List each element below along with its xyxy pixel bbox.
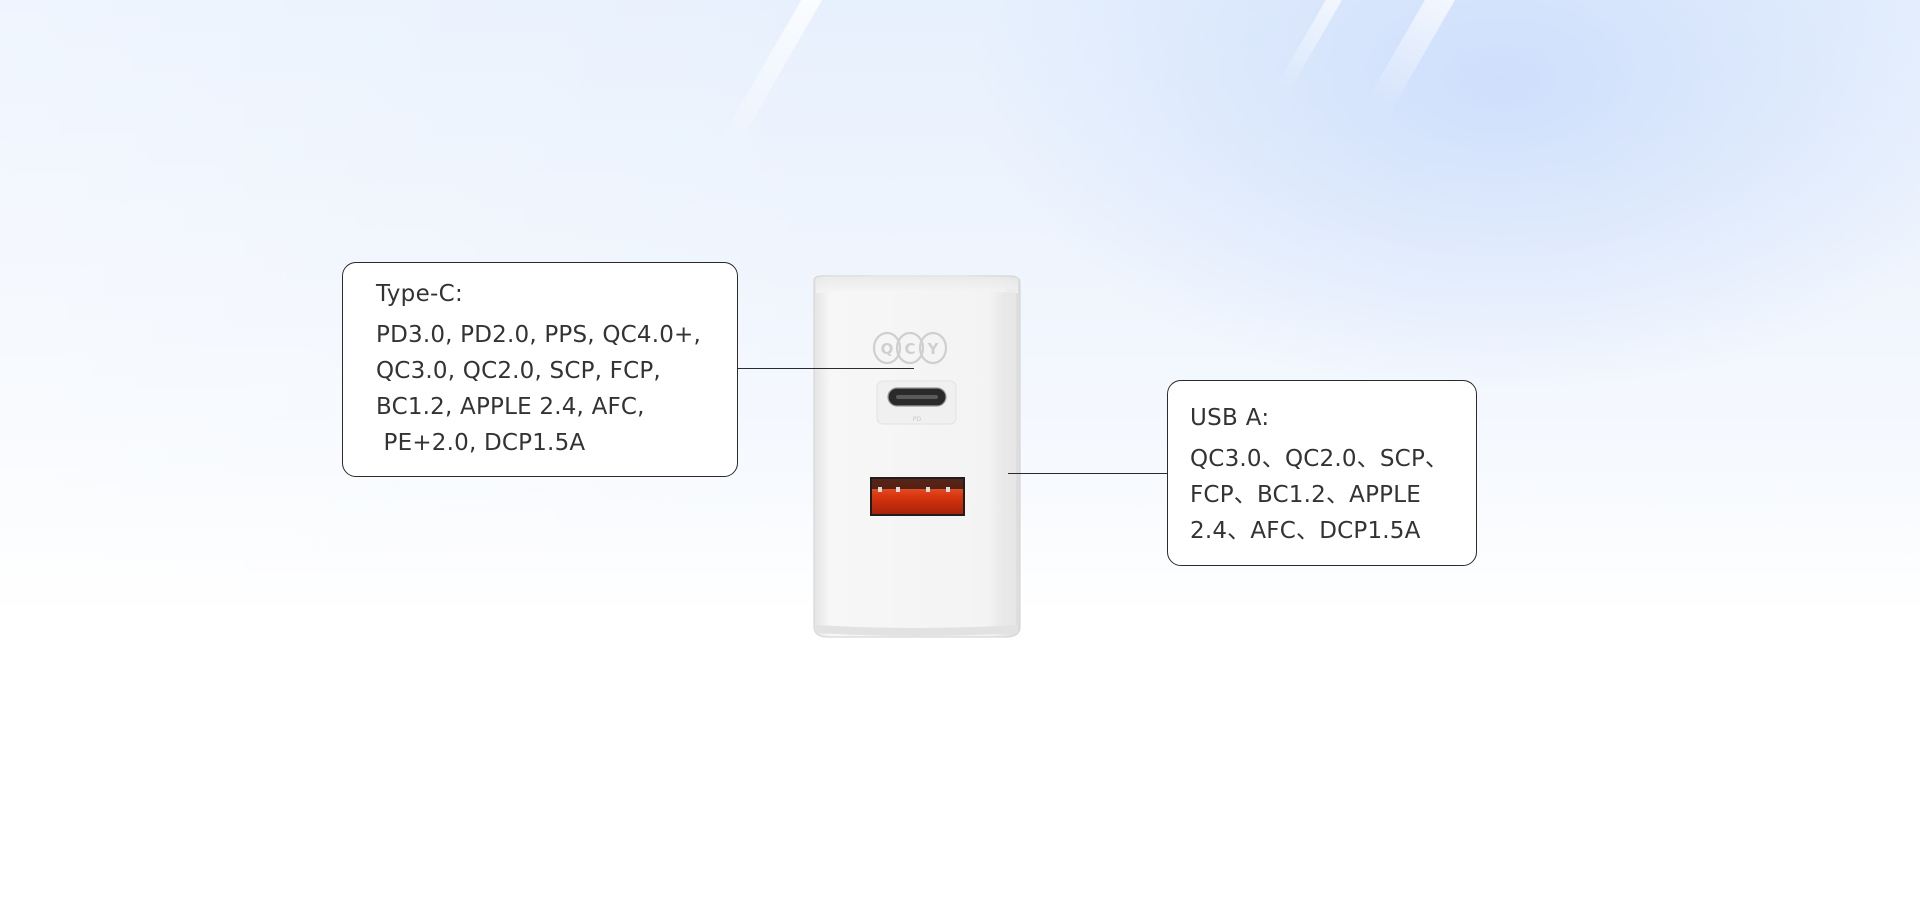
usb-a-port-icon: [870, 477, 965, 516]
usba-protocols-line: 2.4、AFC、DCP1.5A: [1190, 518, 1421, 544]
typec-leader-line: [738, 368, 914, 369]
usba-leader-line: [1008, 473, 1167, 474]
svg-text:Q: Q: [881, 340, 894, 358]
charger-image: Q C Y PD: [808, 275, 1025, 639]
usba-callout: USB A: QC3.0、QC2.0、SCP、 FCP、BC1.2、APPLE …: [1167, 380, 1477, 566]
typec-protocols-line: PE+2.0, DCP1.5A: [376, 430, 586, 456]
typec-title: Type-C:: [376, 281, 464, 307]
usba-title: USB A:: [1190, 405, 1270, 431]
typec-protocols-line: PD3.0, PD2.0, PPS, QC4.0+,: [376, 322, 702, 348]
usba-protocols-line: FCP、BC1.2、APPLE: [1190, 482, 1421, 508]
usba-protocols-line: QC3.0、QC2.0、SCP、: [1190, 446, 1449, 472]
svg-text:C: C: [904, 340, 915, 358]
svg-text:PD: PD: [913, 416, 922, 423]
qcy-logo-icon: [872, 331, 948, 365]
svg-text:Y: Y: [927, 340, 940, 358]
typec-protocols-line: QC3.0, QC2.0, SCP, FCP,: [376, 358, 661, 384]
charger-illustration: Q C Y PD: [813, 275, 1021, 638]
typec-callout: Type-C: PD3.0, PD2.0, PPS, QC4.0+, QC3.0…: [342, 262, 738, 477]
typec-protocols-line: BC1.2, APPLE 2.4, AFC,: [376, 394, 645, 420]
